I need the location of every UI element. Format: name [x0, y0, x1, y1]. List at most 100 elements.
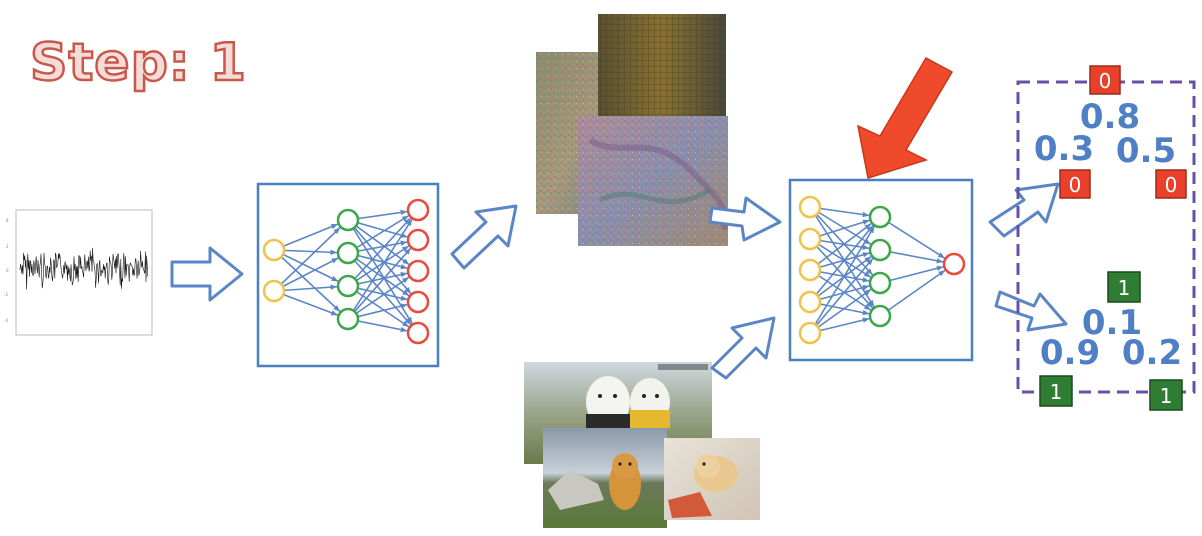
real-score-left: 0.9 [1040, 333, 1100, 373]
discriminator-node [798, 195, 822, 219]
discriminator-edge-head [864, 223, 872, 230]
generator-node [262, 279, 286, 303]
generator-connections [273, 209, 419, 334]
discriminator-edge-head [862, 284, 870, 291]
generator-node [336, 208, 360, 232]
svg-text:8: 8 [6, 218, 9, 223]
discriminator-edge-head [863, 271, 871, 278]
generator-edge-head [331, 275, 339, 282]
discriminator-edge-head [864, 256, 872, 263]
discriminator-edge-head [862, 244, 870, 250]
fake-score-top: 0.8 [1080, 97, 1140, 137]
svg-text:0: 0 [6, 268, 9, 273]
discriminator-edge-head [868, 299, 875, 307]
generator-node [262, 238, 286, 262]
generator-edge-head [330, 224, 338, 230]
generator-edge-head [404, 248, 411, 255]
discriminator-node [798, 290, 822, 314]
fake-label-top: 0 [1099, 69, 1112, 93]
discriminator-node [868, 238, 892, 262]
generator-node [406, 290, 430, 314]
discriminator-edge [809, 216, 881, 334]
discriminator-node [798, 321, 822, 345]
discriminator-edge-head [866, 258, 873, 266]
svg-text:-2: -2 [4, 292, 8, 297]
svg-text:2: 2 [6, 244, 9, 249]
real-label-left: 1 [1050, 380, 1063, 404]
waveform-trace [19, 247, 149, 290]
generator-edge-head [331, 258, 339, 264]
generator-edge-head [401, 246, 409, 252]
dog-photos [524, 362, 760, 528]
generator-edge-head [402, 277, 409, 284]
generator-node [336, 241, 360, 265]
generator-node [336, 307, 360, 331]
generator-edge-head [402, 258, 410, 265]
discriminator-edge-head [862, 309, 870, 316]
noise-waveform-plot: 8 2 0 -2 -4 [4, 209, 153, 336]
arrow-to-real-scores [994, 290, 1068, 332]
generator-edge [347, 239, 419, 320]
step-title: Step: 1 [30, 33, 247, 93]
discriminator-edge-head [864, 289, 872, 296]
arrow-to-fake-scores [988, 182, 1060, 238]
arrow-noise-to-generator [170, 246, 244, 302]
generator-edge-head [404, 286, 411, 294]
discriminator-edge [809, 216, 881, 303]
discriminator-connections [809, 206, 955, 334]
generator-edge-head [404, 218, 411, 225]
arrow-generator-to-fakes [450, 204, 518, 270]
generator-edge-head [406, 316, 413, 324]
svg-text:-4: -4 [4, 318, 8, 323]
discriminator-edge-head [937, 252, 945, 259]
generator-node [406, 259, 430, 283]
fake-label-right: 0 [1165, 173, 1178, 197]
generator-edge-head [400, 264, 408, 270]
discriminator-edge-head [936, 258, 944, 264]
generator-node [406, 321, 430, 345]
generator-edge-head [401, 321, 409, 327]
generator-node [336, 274, 360, 298]
real-label-top: 1 [1118, 276, 1131, 300]
arrow-fakes-to-discriminator [708, 196, 782, 242]
arrow-reals-to-discriminator [710, 316, 776, 380]
discriminator-edge-head [862, 277, 870, 283]
generator-edge-head [330, 284, 338, 290]
noise-trace-path [19, 247, 149, 290]
real-score-right: 0.2 [1122, 333, 1182, 373]
fake-score-right: 0.5 [1116, 131, 1176, 171]
generator-edge-head [400, 209, 408, 216]
generator-edge-head [333, 227, 341, 235]
generator-edge [347, 209, 419, 320]
generator-network [256, 182, 440, 368]
discriminator-edge-head [862, 219, 870, 225]
discriminator-edge-head [936, 265, 944, 271]
discriminator-node [798, 258, 822, 282]
discriminator-node [942, 252, 966, 276]
real-label-right: 1 [1160, 384, 1173, 408]
discriminator-edge [809, 249, 881, 334]
generator-edge-head [400, 326, 408, 333]
real-scores-group: 1 0.1 0.9 0.2 1 1 [1039, 271, 1183, 411]
generator-edge-head [400, 303, 408, 309]
generator-edge-head [406, 219, 413, 227]
generator-edge-head [400, 295, 408, 301]
discriminator-edge-head [862, 211, 870, 218]
generator-edge-head [333, 305, 340, 312]
generator-edge-head [330, 249, 338, 256]
discriminator-node [798, 227, 822, 251]
discriminator-nodes [798, 195, 966, 345]
generator-edge-head [400, 240, 408, 246]
discriminator-node [868, 271, 892, 295]
generator-edge-head [401, 215, 409, 222]
noisy-generated-images [536, 14, 728, 246]
discriminator-edge-head [868, 226, 875, 234]
discriminator-edge-head [863, 238, 871, 245]
discriminator-edge-head [866, 301, 873, 308]
discriminator-node [868, 304, 892, 328]
generator-edge [347, 252, 419, 334]
discriminator-network [788, 178, 974, 362]
generator-node [406, 198, 430, 222]
generator-nodes [262, 198, 430, 345]
